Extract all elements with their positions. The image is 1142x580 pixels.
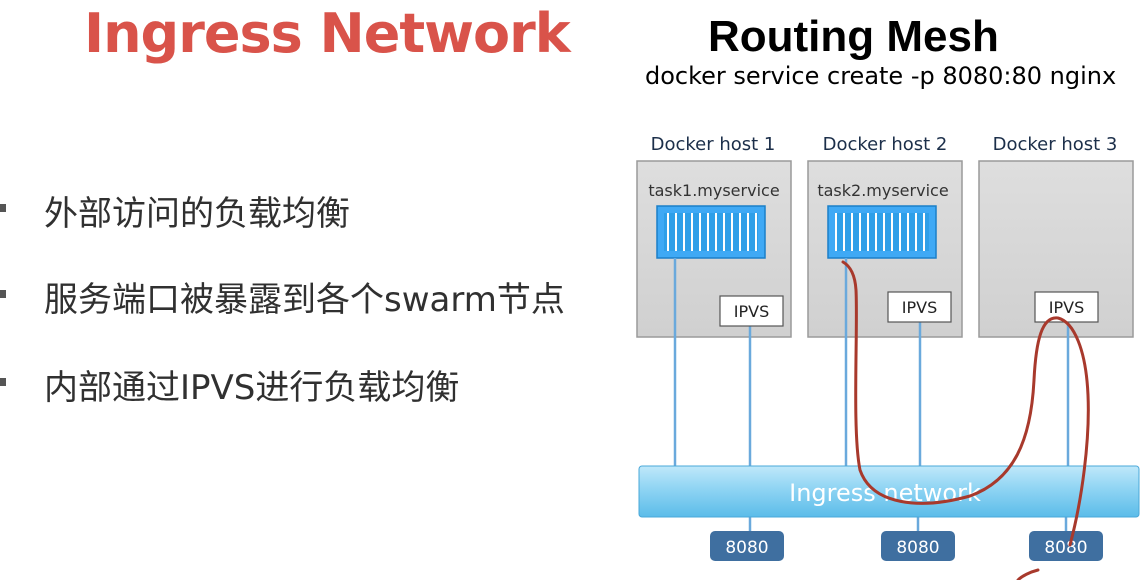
- bullet-icon: [0, 378, 6, 386]
- container-icon: [656, 205, 766, 259]
- host-label: Docker host 2: [823, 134, 948, 155]
- bullet-text: 内部通过IPVS进行负载均衡: [44, 368, 460, 408]
- ipvs-label: IPVS: [1049, 298, 1084, 317]
- container-icon: [827, 205, 937, 259]
- host-label: Docker host 3: [993, 134, 1118, 155]
- ipvs-box: IPVS: [887, 291, 952, 323]
- network-label: Ingress network: [789, 479, 981, 507]
- port-badge: 8080: [881, 531, 955, 561]
- host-label: Docker host 1: [651, 134, 776, 155]
- ipvs-label: IPVS: [734, 302, 769, 321]
- routing-mesh-title: Routing Mesh: [708, 12, 999, 61]
- port-badge: 8080: [1029, 531, 1103, 561]
- port-label: 8080: [1044, 538, 1087, 558]
- ipvs-box: IPVS: [719, 295, 784, 327]
- connector-lines: [673, 258, 1070, 533]
- ipvs-label: IPVS: [902, 298, 937, 317]
- port-label: 8080: [725, 538, 768, 558]
- ingress-network-bar: Ingress network: [638, 465, 1140, 518]
- bullet-text: 外部访问的负载均衡: [44, 194, 350, 234]
- ipvs-box: IPVS: [1034, 291, 1099, 323]
- port-label: 8080: [896, 538, 939, 558]
- port-badge: 8080: [710, 531, 784, 561]
- bullet-icon: [0, 204, 6, 212]
- bullet-icon: [0, 290, 6, 298]
- request-flow-annotation: [841, 260, 1090, 580]
- bullet-text: 服务端口被暴露到各个swarm节点: [44, 280, 565, 320]
- docker-command: docker service create -p 8080:80 nginx: [645, 62, 1117, 90]
- task-label: task2.myservice: [817, 181, 948, 200]
- task-label: task1.myservice: [648, 181, 779, 200]
- slide-title: Ingress Network: [84, 2, 571, 65]
